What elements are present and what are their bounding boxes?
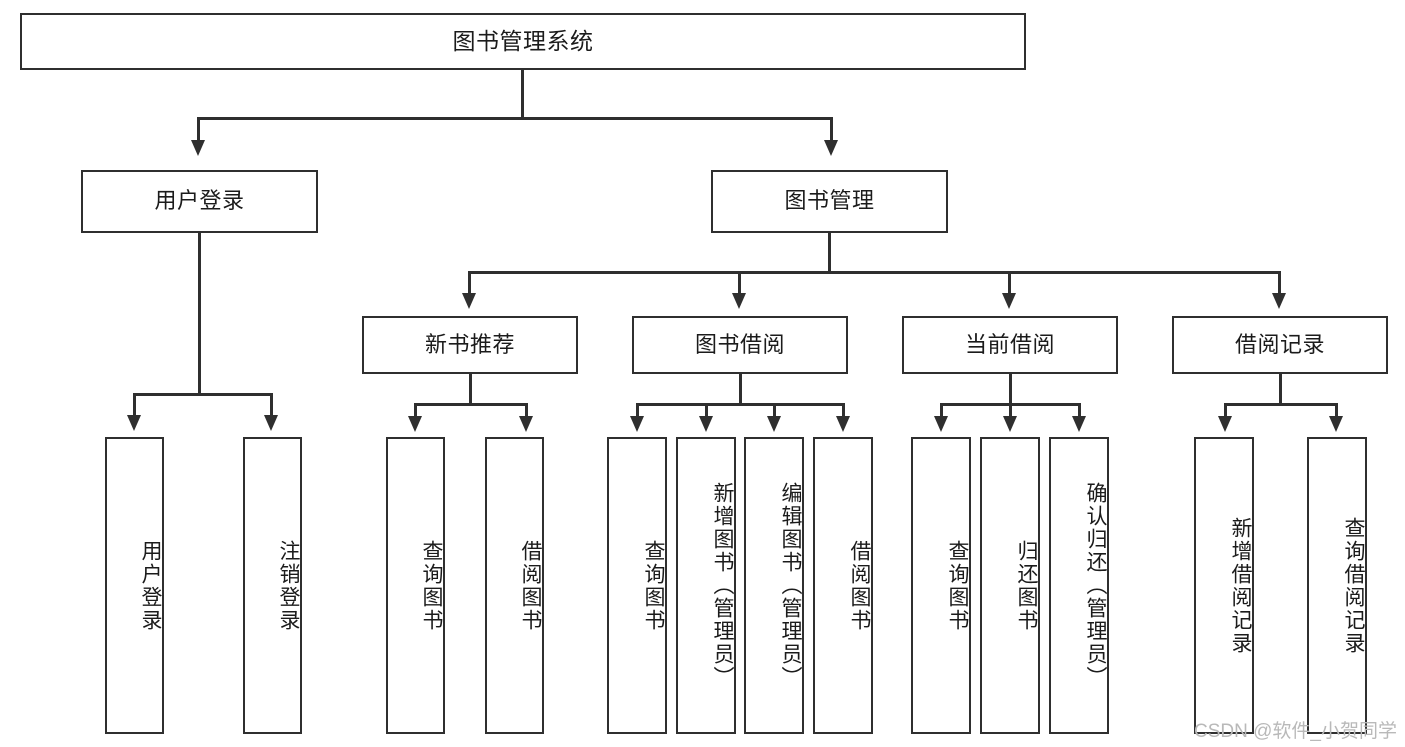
node-label: 借阅图书 — [519, 539, 542, 632]
connector-root-to-user-login — [197, 117, 200, 143]
leaf-current-borrow-confirm[interactable]: 确认归还（管理员） — [1049, 437, 1109, 734]
node-root-system[interactable]: 图书管理系统 — [20, 13, 1026, 70]
connector-borrow-record-bus — [1224, 403, 1337, 406]
arrowhead-book-mgmt — [824, 140, 838, 156]
leaf-current-borrow-query[interactable]: 查询图书 — [911, 437, 971, 734]
connector-root-stem — [521, 70, 524, 118]
connector-book-borrow-leaf-3 — [842, 403, 845, 419]
connector-book-borrow-leaf-1 — [705, 403, 708, 419]
arrowhead-leaf-current-borrow-0 — [934, 416, 948, 432]
node-label: 图书管理系统 — [452, 27, 594, 54]
connector-root-bus — [197, 117, 832, 120]
connector-user-login-bus — [133, 393, 272, 396]
connector-to-current-borrow — [1008, 271, 1011, 295]
node-label: 新增借阅记录 — [1229, 516, 1252, 655]
node-book-borrow[interactable]: 图书借阅 — [632, 316, 848, 374]
node-book-management[interactable]: 图书管理 — [711, 170, 948, 233]
node-label: 归还图书 — [1015, 539, 1038, 632]
arrowhead-leaf-current-borrow-2 — [1072, 416, 1086, 432]
arrowhead-user-login — [191, 140, 205, 156]
arrowhead-leaf-book-borrow-2 — [767, 416, 781, 432]
node-label: 图书管理 — [784, 188, 875, 214]
arrowhead-leaf-new-book-0 — [408, 416, 422, 432]
arrowhead-leaf-book-borrow-0 — [630, 416, 644, 432]
node-label: 查询借阅记录 — [1342, 516, 1365, 655]
leaf-borrow-record-add[interactable]: 新增借阅记录 — [1194, 437, 1254, 734]
connector-book-borrow-leaf-2 — [773, 403, 776, 419]
leaf-book-borrow-query[interactable]: 查询图书 — [607, 437, 667, 734]
connector-book-mgmt-stem — [828, 233, 831, 273]
connector-book-borrow-bus — [636, 403, 844, 406]
arrowhead-leaf-book-borrow-1 — [699, 416, 713, 432]
node-label: 图书借阅 — [694, 331, 785, 357]
arrowhead-book-borrow — [732, 293, 746, 309]
connector-new-book-leaf-1 — [525, 403, 528, 419]
node-label: 查询图书 — [946, 539, 969, 632]
leaf-new-book-query[interactable]: 查询图书 — [386, 437, 445, 734]
arrowhead-leaf-current-borrow-1 — [1003, 416, 1017, 432]
arrowhead-leaf-new-book-1 — [519, 416, 533, 432]
connector-user-login-stem — [198, 233, 201, 395]
connector-borrow-record-leaf-0 — [1224, 403, 1227, 419]
node-label: 查询图书 — [420, 539, 443, 632]
connector-user-login-leaf-1 — [270, 393, 273, 418]
leaf-user-login-login[interactable]: 用户登录 — [105, 437, 164, 734]
arrowhead-leaf-book-borrow-3 — [836, 416, 850, 432]
node-label: 确认归还（管理员） — [1084, 482, 1107, 689]
connector-current-borrow-leaf-2 — [1078, 403, 1081, 419]
connector-new-book-bus — [414, 403, 527, 406]
connector-borrow-record-stem — [1279, 374, 1282, 405]
node-user-login[interactable]: 用户登录 — [81, 170, 318, 233]
node-label: 当前借阅 — [964, 331, 1055, 357]
node-label: 借阅图书 — [848, 539, 871, 632]
connector-root-to-book-mgmt — [830, 117, 833, 143]
connector-user-login-leaf-0 — [133, 393, 136, 418]
connector-level3-bus — [468, 271, 1281, 274]
node-label: 借阅记录 — [1234, 331, 1325, 357]
arrowhead-borrow-record — [1272, 293, 1286, 309]
connector-new-book-leaf-0 — [414, 403, 417, 419]
leaf-user-login-logout[interactable]: 注销登录 — [243, 437, 302, 734]
arrowhead-leaf-borrow-record-1 — [1329, 416, 1343, 432]
node-current-borrow[interactable]: 当前借阅 — [902, 316, 1118, 374]
node-label: 用户登录 — [139, 539, 162, 632]
connector-borrow-record-leaf-1 — [1335, 403, 1338, 419]
csdn-watermark: CSDN @软件_小贺同学 — [1194, 721, 1397, 742]
node-new-book-recommend[interactable]: 新书推荐 — [362, 316, 578, 374]
node-label: 新书推荐 — [424, 331, 515, 357]
leaf-book-borrow-borrow[interactable]: 借阅图书 — [813, 437, 873, 734]
connector-current-borrow-stem — [1009, 374, 1012, 405]
arrowhead-leaf-user-login-0 — [127, 415, 141, 431]
arrowhead-current-borrow — [1002, 293, 1016, 309]
leaf-book-borrow-edit[interactable]: 编辑图书（管理员） — [744, 437, 804, 734]
connector-to-book-borrow — [738, 271, 741, 295]
connector-current-borrow-leaf-0 — [940, 403, 943, 419]
leaf-current-borrow-return[interactable]: 归还图书 — [980, 437, 1040, 734]
node-label: 查询图书 — [642, 539, 665, 632]
arrowhead-leaf-user-login-1 — [264, 415, 278, 431]
arrowhead-leaf-borrow-record-0 — [1218, 416, 1232, 432]
node-label: 编辑图书（管理员） — [779, 482, 802, 689]
connector-to-new-book — [468, 271, 471, 295]
leaf-book-borrow-add[interactable]: 新增图书（管理员） — [676, 437, 736, 734]
leaf-borrow-record-query[interactable]: 查询借阅记录 — [1307, 437, 1367, 734]
node-borrow-record[interactable]: 借阅记录 — [1172, 316, 1388, 374]
node-label: 用户登录 — [154, 188, 245, 214]
connector-new-book-stem — [469, 374, 472, 405]
connector-to-borrow-record — [1278, 271, 1281, 295]
node-label: 新增图书（管理员） — [711, 482, 734, 689]
connector-book-borrow-stem — [739, 374, 742, 405]
connector-book-borrow-leaf-0 — [636, 403, 639, 419]
node-label: 注销登录 — [277, 539, 300, 632]
connector-current-borrow-leaf-1 — [1009, 403, 1012, 419]
leaf-new-book-borrow[interactable]: 借阅图书 — [485, 437, 544, 734]
arrowhead-new-book — [462, 293, 476, 309]
